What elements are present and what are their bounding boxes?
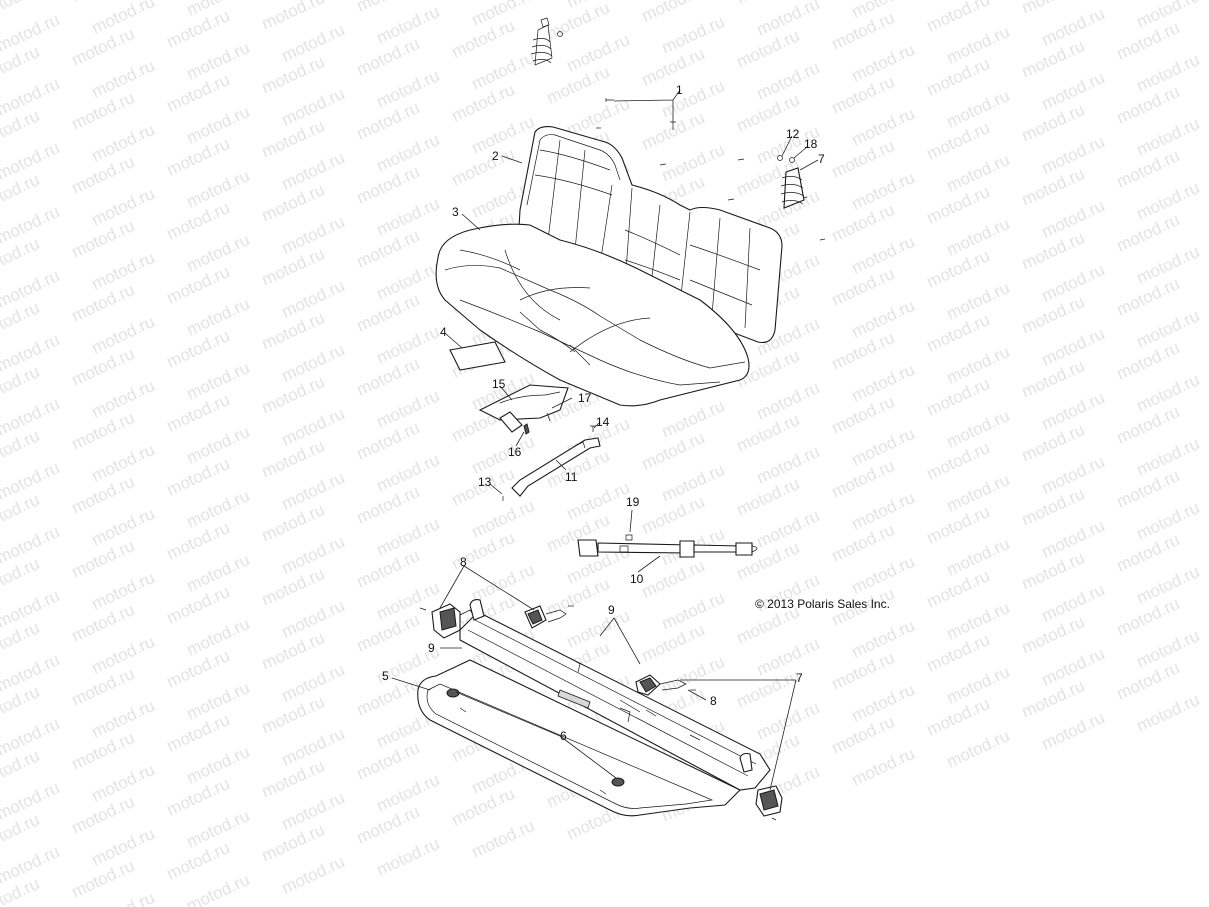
- callout-8-right: 8: [710, 694, 717, 708]
- seat-bottom-part: [435, 223, 750, 407]
- callout-12: 12: [786, 127, 800, 141]
- storage-pocket-part: [478, 384, 569, 435]
- callout-2: 2: [492, 149, 499, 163]
- retractor-spring-top: [530, 17, 563, 66]
- callout-7-top: 7: [818, 152, 825, 166]
- watermark-text: motod.ru: [944, 726, 1013, 772]
- buckle-part-left: [419, 603, 475, 639]
- buckle-part-right: [635, 674, 696, 696]
- callout-10: 10: [630, 572, 644, 586]
- watermark-text: motod.ru: [1039, 708, 1108, 754]
- watermark-text: motod.ru: [1134, 690, 1203, 736]
- watermark-text: motod.ru: [184, 870, 253, 907]
- callout-15: 15: [492, 377, 506, 391]
- callout-9-upper: 9: [608, 603, 615, 617]
- callout-4: 4: [440, 325, 447, 339]
- watermark-text: motod.ru: [924, 0, 993, 36]
- callout-8-left: 8: [460, 555, 467, 569]
- seat-belt-part: [577, 534, 758, 558]
- callout-5: 5: [382, 669, 389, 683]
- retractor-spring-upper-right: [777, 155, 805, 209]
- callout-13: 13: [478, 475, 492, 489]
- callout-1: 1: [676, 83, 683, 97]
- seat-base-tray-part: [417, 659, 741, 817]
- callout-11: 11: [565, 470, 578, 484]
- callout-7-bottom: 7: [796, 671, 803, 685]
- callout-14: 14: [596, 415, 610, 429]
- retractor-right-lower: [755, 785, 783, 821]
- buckle-part-middle: [524, 605, 574, 629]
- callout-labels: 1 2 3 4 5 6 7 7 8 8 9 9 10 11 12 13 14 1…: [382, 83, 825, 743]
- label-pad-part: [449, 341, 506, 371]
- callout-19: 19: [626, 495, 640, 509]
- callout-17: 17: [578, 391, 592, 405]
- seat-frame-part: [459, 599, 771, 791]
- screws-1: [590, 98, 826, 241]
- callout-16: 16: [508, 445, 522, 459]
- callout-18: 18: [804, 137, 818, 151]
- watermark-text: motod.ru: [259, 0, 328, 34]
- watermark-text: motod.ru: [279, 852, 348, 898]
- watermark-text: motod.ru: [469, 816, 538, 862]
- bracket-part: [502, 425, 601, 501]
- callout-9-left: 9: [428, 641, 435, 655]
- watermark-text: motod.ru: [374, 834, 443, 880]
- copyright-text: © 2013 Polaris Sales Inc.: [755, 597, 890, 611]
- leader-lines: [391, 89, 819, 791]
- watermark-text: motod.ru: [849, 744, 918, 790]
- callout-3: 3: [452, 205, 459, 219]
- callout-6: 6: [560, 729, 567, 743]
